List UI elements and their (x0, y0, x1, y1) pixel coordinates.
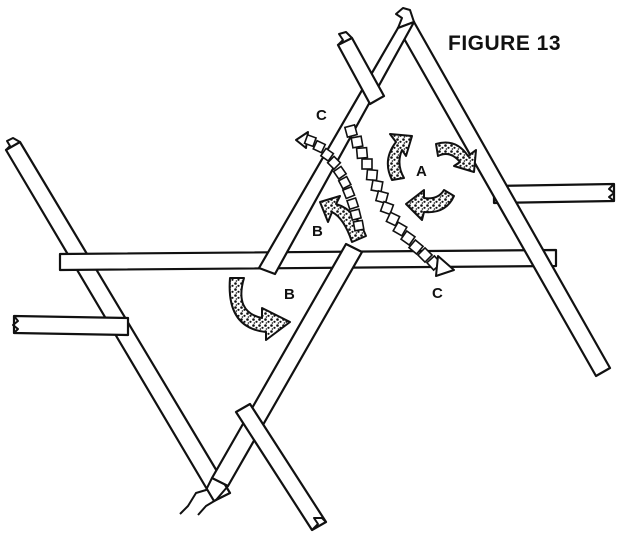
label-a: A (416, 163, 427, 180)
triangle-left-beam (257, 7, 416, 276)
chain-arrow-c-upper: C (295, 107, 365, 232)
rotation-arrow-top-left (386, 133, 413, 181)
rotation-arrow-top-right (435, 141, 477, 173)
top-middle-stub-beam (336, 31, 386, 106)
rotation-arrows-a: A (386, 133, 477, 221)
chain-arrow-c-lower: C (343, 123, 455, 302)
flow-arrow-b-lower: B (228, 277, 295, 341)
lower-left-stub-beam (12, 314, 130, 337)
label-b-lower: B (284, 286, 295, 303)
label-b-upper: B (312, 223, 323, 240)
horizontal-beam (58, 248, 558, 272)
label-c-lower: C (432, 285, 443, 302)
label-c-upper: C (316, 107, 327, 124)
rotation-arrow-bottom (405, 189, 455, 221)
figure-title: FIGURE 13 (448, 32, 561, 55)
bottom-right-beam (234, 402, 328, 532)
